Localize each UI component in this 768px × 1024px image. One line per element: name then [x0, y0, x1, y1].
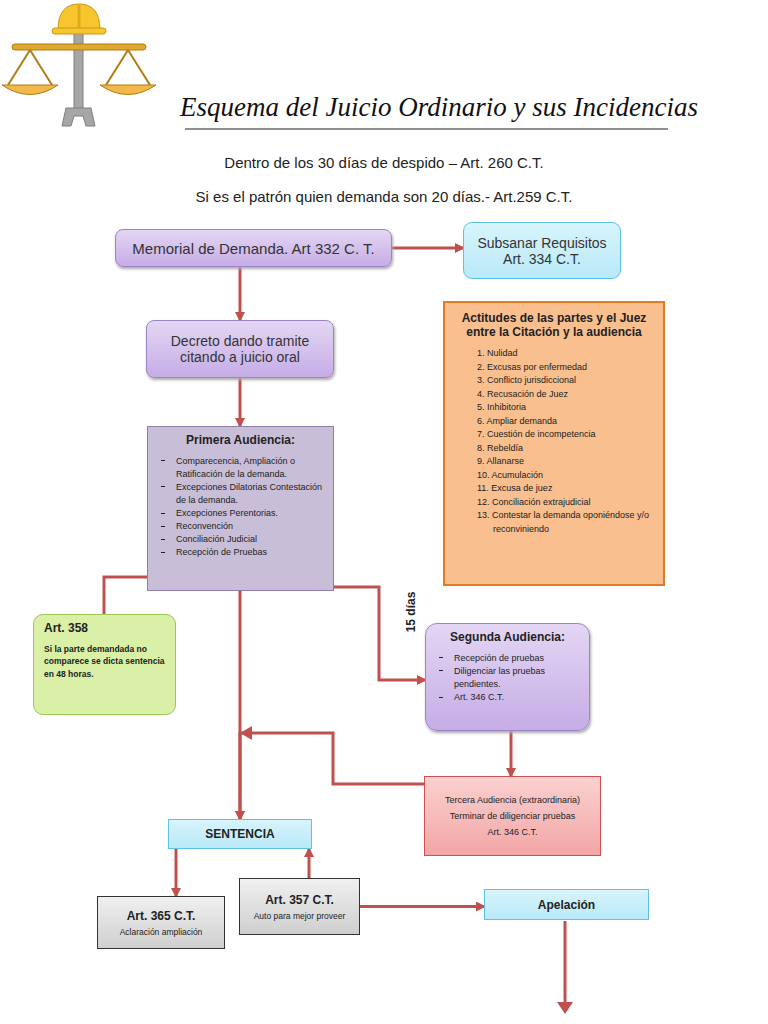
box-text: 3. Conflicto jurisdiccional — [473, 374, 651, 388]
box-text: Excepciones Dilatorias Contestación de l… — [158, 481, 323, 507]
article-box: Art. 365 C.T. Aclaración ampliación — [97, 896, 225, 949]
box-heading: Actitudes de las partes y el Juez entre … — [457, 311, 651, 339]
box-text: Terminar de diligenciar pruebas — [433, 811, 592, 821]
connector — [392, 247, 463, 250]
connector — [239, 267, 242, 320]
connector — [334, 587, 425, 680]
result-box: SENTENCIA — [168, 819, 312, 849]
box-text: 13. Contestar la demanda oponiéndose y/o… — [473, 509, 651, 536]
box-text: 12. Conciliación extrajudicial — [473, 496, 651, 510]
box-text: Aclaración ampliación — [104, 927, 218, 937]
box-heading: Art. 358 — [44, 621, 165, 635]
box-text: 5. Inhibitoria — [473, 401, 651, 415]
appeal-box: Apelación — [484, 889, 649, 920]
box-text: 8. Rebeldía — [473, 442, 651, 456]
bullet-dash — [161, 539, 165, 540]
box-text: Art. 346 C.T. — [433, 827, 592, 837]
box-text: Art. 357 C.T. — [246, 893, 353, 907]
article-box: Art. 357 C.T. Auto para mejor proveer — [239, 878, 360, 935]
connector — [175, 849, 178, 896]
box-text: Conciliación Judicial — [158, 533, 323, 546]
box-text: 6. Ampliar demanda — [473, 415, 651, 429]
connector — [104, 577, 147, 614]
box-text: Memorial de Demanda. Art 332 C. T. — [132, 240, 374, 257]
box-text: Excepciones Perentorias. — [158, 507, 323, 520]
hearing-box: Primera Audiencia: Comparecencia, Ampliac… — [147, 426, 334, 591]
box-text: Auto para mejor proveer — [246, 911, 353, 921]
connector — [510, 731, 513, 776]
list-box: Actitudes de las partes y el Juez entre … — [443, 301, 665, 586]
bullet-dash — [161, 552, 165, 553]
box-text: Art. 346 C.T. — [436, 691, 579, 704]
box-text: SENTENCIA — [175, 827, 305, 841]
box-text: 2. Excusas por enfermedad — [473, 361, 651, 375]
hearing-box: Tercera Audiencia (extraordinaria) Termin… — [424, 776, 601, 856]
box-text: 9. Allanarse — [473, 455, 651, 469]
box-text: Reconvención — [158, 520, 323, 533]
outgoing-arrow — [557, 921, 573, 1014]
scales-logo — [2, 4, 156, 126]
box-heading: Primera Audiencia: — [158, 433, 323, 447]
box-text: Si la parte demandada no comparece se di… — [44, 643, 165, 680]
box-text: Diligenciar las pruebas pendientes. — [436, 665, 579, 691]
bullet-dash — [161, 513, 165, 514]
box-text: Subsanar Requisitos Art. 334 C.T. — [470, 235, 614, 267]
bullet-dash — [161, 526, 165, 527]
process-box: Memorial de Demanda. Art 332 C. T. — [115, 229, 392, 267]
box-text: Apelación — [491, 898, 642, 912]
box-text: 11. Excusa de juez — [473, 482, 651, 496]
hearing-box: Segunda Audiencia: Recepción de pruebasDi… — [425, 623, 590, 731]
bullet-dash — [161, 460, 165, 461]
note-text: Si es el patrón quien demanda son 20 día… — [130, 188, 638, 205]
box-text: 7. Cuestión de incompetencia — [473, 428, 651, 442]
connector — [240, 733, 424, 819]
bullet-dash — [439, 657, 443, 658]
edge-label: 15 días — [404, 590, 418, 635]
box-text: Art. 365 C.T. — [104, 909, 218, 923]
box-text: Recepción de Pruebas — [158, 546, 323, 559]
box-text: Recepción de pruebas — [436, 652, 579, 665]
title-underline — [185, 128, 668, 129]
bullet-dash — [439, 697, 443, 698]
bullet-dash — [439, 670, 443, 671]
box-text: 10. Acumulación — [473, 469, 651, 483]
connector — [239, 591, 242, 819]
connector — [360, 905, 484, 908]
box-text: 1. Nulidad — [473, 347, 651, 361]
box-heading: Segunda Audiencia: — [436, 630, 579, 644]
connector — [239, 378, 242, 426]
connector — [308, 849, 311, 878]
note-box: Subsanar Requisitos Art. 334 C.T. — [463, 222, 621, 279]
box-text: Tercera Audiencia (extraordinaria) — [433, 795, 592, 805]
box-text: Comparecencia, Ampliación o Ratificación… — [158, 455, 323, 481]
note-text: Dentro de los 30 días de despido – Art. … — [130, 154, 638, 171]
bullet-dash — [161, 486, 165, 487]
box-text: Decreto dando tramite citando a juicio o… — [155, 333, 325, 365]
rule-box: Art. 358 Si la parte demandada no compare… — [33, 614, 176, 715]
box-text: 4. Recusación de Juez — [473, 388, 651, 402]
diagram-title: Esquema del Juicio Ordinario y sus Incid… — [180, 92, 680, 123]
process-box: Decreto dando tramite citando a juicio o… — [146, 320, 334, 378]
